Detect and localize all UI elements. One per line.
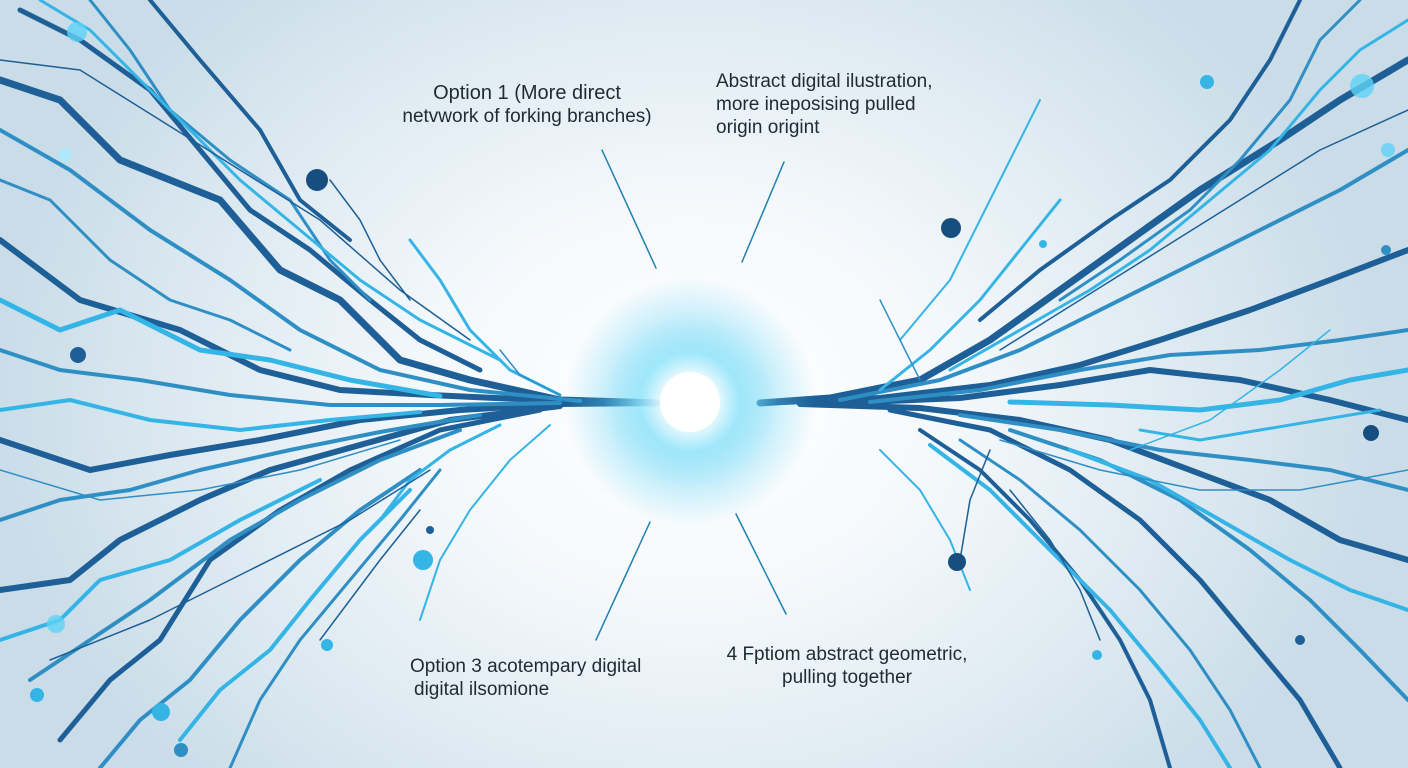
- node-dot: [67, 22, 87, 42]
- option2-line2: more ineposising pulled: [716, 94, 916, 115]
- pointer-line-option4: [735, 513, 787, 615]
- option3-label: Option 3 acotempary digital digital ilso…: [410, 655, 641, 701]
- node-dot: [152, 703, 170, 721]
- node-dot: [174, 743, 188, 757]
- option4-line2: pulling together: [782, 667, 912, 688]
- option3-line2: digital ilsomione: [414, 679, 550, 700]
- option4-line1: 4 Fptiom abstract geometric,: [726, 644, 968, 665]
- node-dot: [426, 526, 434, 534]
- node-dot: [30, 688, 44, 702]
- node-dots: [30, 22, 1395, 757]
- node-dot: [1363, 425, 1379, 441]
- pointer-lines: [595, 149, 787, 641]
- node-dot: [70, 347, 86, 363]
- right-branch-network: [756, 0, 1408, 768]
- option2-line1: Abstract digital ilustration,: [716, 71, 933, 92]
- node-dot: [1350, 74, 1374, 98]
- option1-line2: netvwork of forking branches): [402, 106, 652, 127]
- node-dot: [58, 148, 72, 162]
- node-dot: [1200, 75, 1214, 89]
- node-dot: [941, 218, 961, 238]
- node-dot: [1092, 650, 1102, 660]
- pointer-line-option3: [595, 521, 651, 641]
- node-dot: [948, 553, 966, 571]
- node-dot: [306, 169, 328, 191]
- pointer-line-option1: [601, 149, 657, 269]
- node-dot: [413, 550, 433, 570]
- node-dot: [47, 615, 65, 633]
- option2-label: Abstract digital ilustration, more inepo…: [716, 70, 933, 139]
- node-dot: [1295, 635, 1305, 645]
- central-glow-core: [660, 372, 720, 432]
- left-branch-network: [0, 0, 664, 768]
- node-dot: [1039, 240, 1047, 248]
- option2-line3: origin origint: [716, 117, 820, 138]
- pointer-line-option2: [741, 161, 785, 263]
- option1-label: Option 1 (More direct netvwork of forkin…: [392, 82, 662, 128]
- option4-label: 4 Fptiom abstract geometric, pulling tog…: [712, 643, 982, 689]
- option1-line1: Option 1 (More direct: [433, 82, 621, 104]
- option3-line1: Option 3 acotempary digital: [410, 656, 642, 677]
- node-dot: [1381, 245, 1391, 255]
- node-dot: [1381, 143, 1395, 157]
- node-dot: [321, 639, 333, 651]
